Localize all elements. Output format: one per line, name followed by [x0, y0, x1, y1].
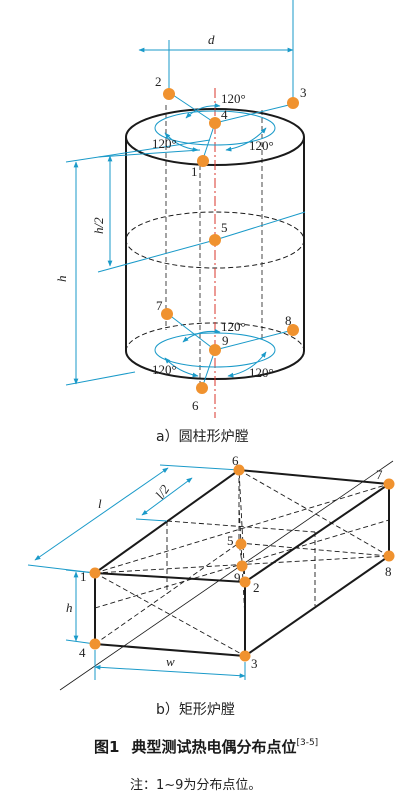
cyl-label-2: 2: [155, 74, 162, 89]
cyl-label-5: 5: [221, 220, 228, 235]
box-label-3: 3: [251, 656, 258, 671]
box-point-2: [239, 576, 251, 588]
cyl-label-1: 1: [191, 164, 198, 179]
dim-h-label: h: [54, 276, 69, 283]
box-point-4: [89, 638, 101, 650]
box-label-8: 8: [385, 564, 392, 579]
box-point-3: [239, 650, 251, 662]
box-diagram: l l/2 h w 1 2 3 4 5 6 7: [27, 453, 395, 691]
dim-w-label: w: [166, 654, 175, 669]
angle-bottom-1: 120°: [221, 319, 246, 334]
dim-l-half-arrow: [141, 477, 193, 516]
box-point-9: [236, 560, 248, 572]
box-label-2: 2: [253, 580, 260, 595]
cyl-label-4: 4: [221, 107, 228, 122]
box-label-5: 5: [227, 533, 234, 548]
cyl-label-6: 6: [192, 398, 199, 413]
box-label-4: 4: [79, 645, 86, 660]
angle-top-3: 120°: [249, 138, 274, 153]
box-label-6: 6: [232, 453, 239, 468]
caption-a: a）圆柱形炉膛: [156, 429, 249, 445]
dim-l-half-label: l/2: [152, 481, 172, 501]
dim-box-h-label: h: [66, 600, 73, 615]
cylinder-diagram: d h h/2 120° 120° 120° 120° 120° 1: [54, 0, 307, 418]
figure-label: 图1: [94, 738, 119, 756]
angle-bottom-2: 120°: [152, 362, 177, 377]
dim-l-arrow: [34, 467, 169, 561]
box-label-1: 1: [80, 569, 87, 584]
cyl-label-9: 9: [222, 333, 229, 348]
cyl-label-3: 3: [300, 85, 307, 100]
figure-note: 注：1~9为分布点位。: [130, 778, 261, 793]
box-point-1: [89, 567, 101, 579]
cyl-point-3: [287, 97, 299, 109]
caption-b: b）矩形炉膛: [156, 702, 235, 718]
cyl-point-4: [209, 117, 221, 129]
cyl-point-1: [197, 155, 209, 167]
cyl-point-9: [209, 344, 221, 356]
cyl-point-7: [161, 308, 173, 320]
cyl-label-7: 7: [156, 298, 163, 313]
cyl-label-8: 8: [285, 313, 292, 328]
dim-h-half-label: h/2: [91, 217, 106, 234]
box-point-8: [383, 550, 395, 562]
box-point-7: [383, 478, 395, 490]
figure-ref: [3-5]: [296, 738, 318, 748]
box-label-9: 9: [234, 570, 241, 585]
figure-title: 图1 典型测试热电偶分布点位[3-5]: [94, 738, 318, 756]
dim-l-label: l: [98, 496, 102, 511]
box-point-5: [235, 538, 247, 550]
dim-w-arrow: [94, 664, 246, 679]
angle-top-2: 120°: [152, 136, 177, 151]
box-label-7: 7: [376, 467, 383, 482]
angle-bottom-3: 120°: [249, 365, 274, 380]
box-point-6: [233, 464, 245, 476]
cyl-point-6: [196, 382, 208, 394]
angle-top-1: 120°: [221, 91, 246, 106]
cyl-point-2: [163, 88, 175, 100]
dim-d-label: d: [208, 32, 215, 47]
figure-title-text: 典型测试热电偶分布点位: [131, 738, 296, 756]
cyl-point-5: [209, 234, 221, 246]
cyl-point-8: [287, 324, 299, 336]
